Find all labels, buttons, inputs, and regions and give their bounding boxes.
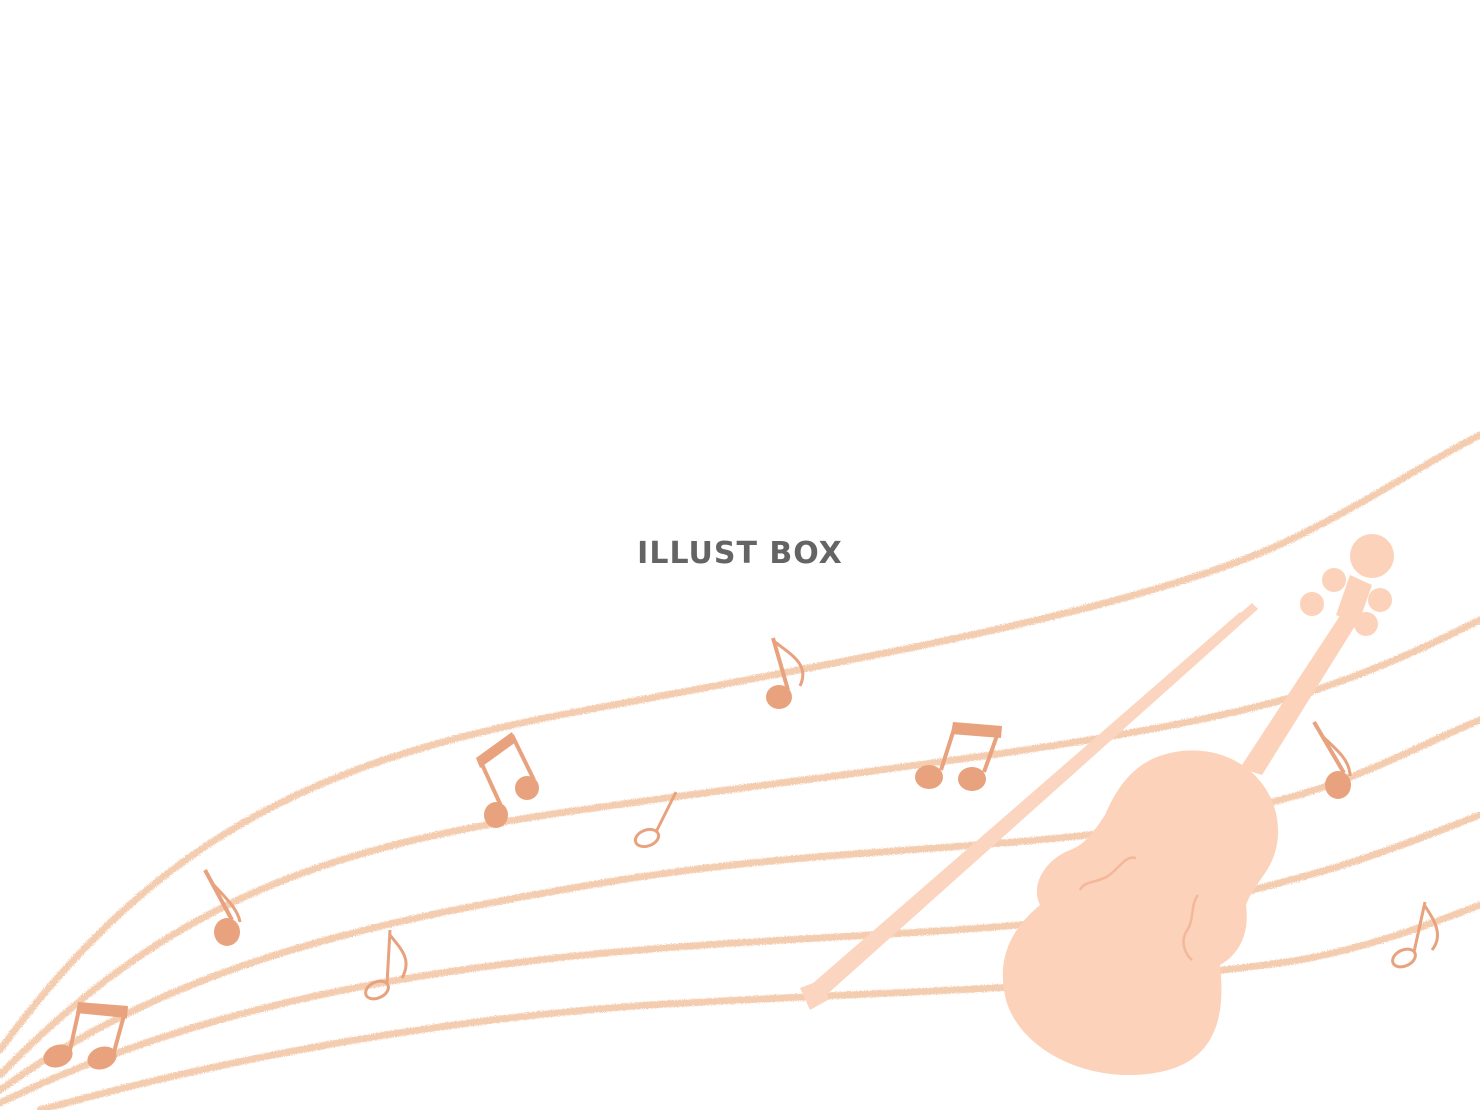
half-note-icon xyxy=(633,791,678,849)
violin-icon xyxy=(1002,534,1394,1076)
notes-layer xyxy=(43,637,1439,1070)
eighth-note-icon xyxy=(766,637,805,709)
f-hole xyxy=(1078,856,1137,891)
f-hole xyxy=(1182,894,1200,961)
eighth-note-icon xyxy=(1391,901,1439,969)
eighth-note-icon xyxy=(364,929,408,1001)
watermark-label: ILLUST BOX xyxy=(637,536,843,571)
beamed-notes-icon xyxy=(915,722,1002,791)
eighth-note-icon xyxy=(1312,720,1352,799)
eighth-note-icon xyxy=(203,869,242,946)
staff-line xyxy=(0,431,1480,1054)
violin-bow-icon xyxy=(800,603,1258,1010)
staff-line xyxy=(36,901,1480,1110)
staff-line xyxy=(0,811,1480,1107)
beamed-notes-icon xyxy=(476,732,539,828)
beamed-notes-icon xyxy=(43,1002,128,1070)
